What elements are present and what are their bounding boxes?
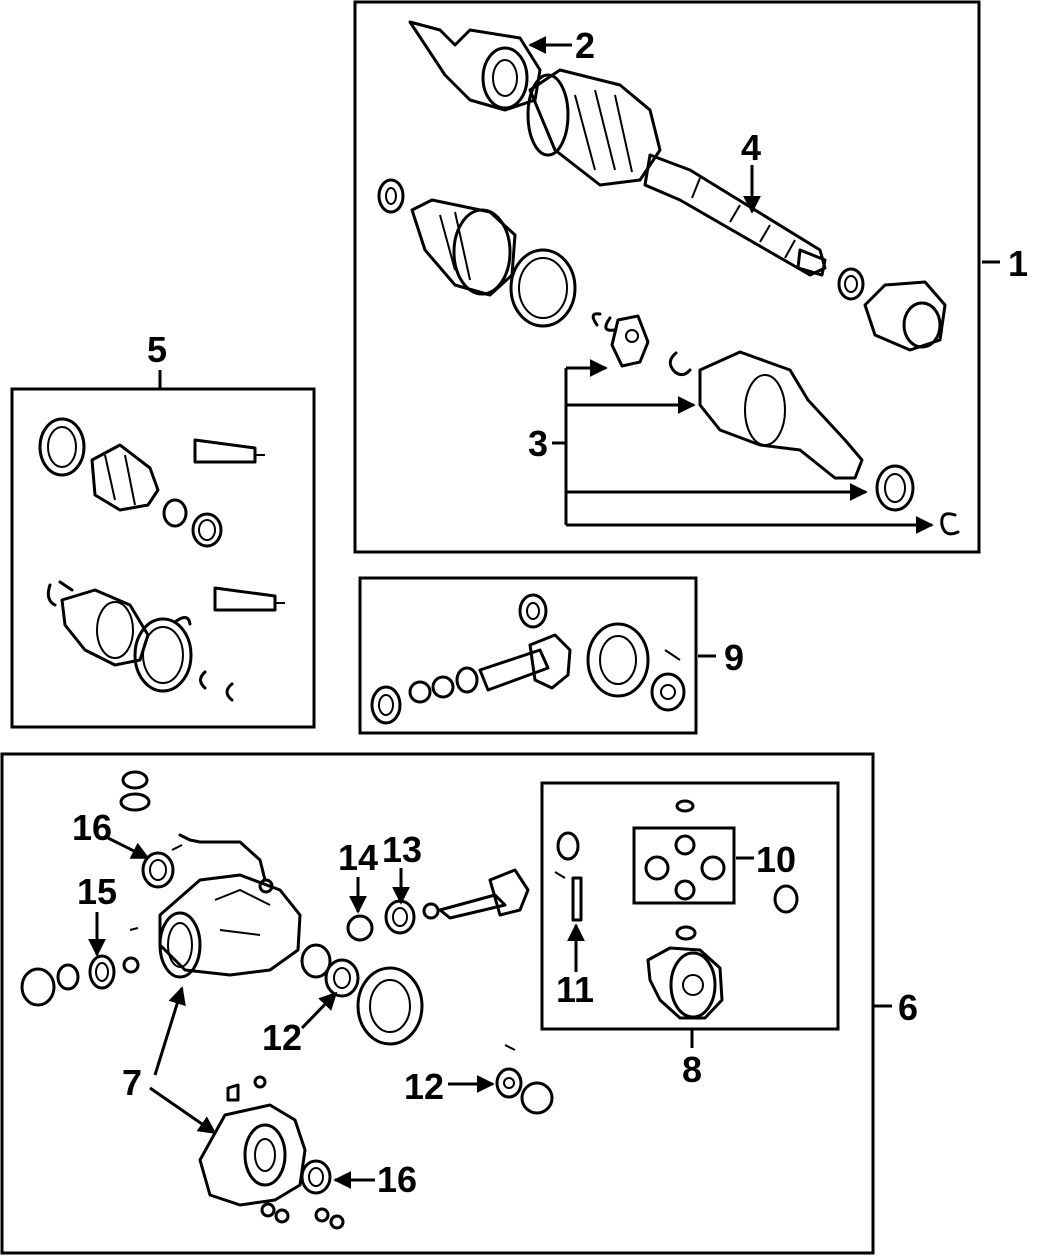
callout-1: 1 <box>1008 243 1028 284</box>
callout-15: 15 <box>77 871 117 912</box>
inner-joint-kit-drawing <box>591 312 960 536</box>
callout-4: 4 <box>741 127 761 168</box>
boot-kit-box <box>10 387 316 729</box>
callout-7-leader-upper <box>153 986 186 1076</box>
outer-cv-joint-drawing <box>408 20 662 187</box>
callout-14: 14 <box>338 837 378 878</box>
boot-kit-drawing <box>377 178 947 352</box>
callout-13: 13 <box>382 829 422 870</box>
upper-boot-kit-drawing <box>38 417 265 548</box>
differential-case-box <box>540 781 840 1031</box>
differential-case-drawing <box>554 799 799 1020</box>
rear-cover-drawing <box>198 1075 345 1230</box>
callout-9: 9 <box>724 637 744 678</box>
lower-boot-kit-drawing <box>46 580 285 702</box>
callout-5: 5 <box>147 329 167 370</box>
callout-2: 2 <box>575 25 595 66</box>
pinion-gear-set-box <box>632 826 736 905</box>
callout-8: 8 <box>682 1049 702 1090</box>
shaft-drawing <box>643 153 827 277</box>
callout-12a: 12 <box>262 1017 302 1058</box>
callout-12b: 12 <box>404 1066 444 1107</box>
callout-3: 3 <box>528 423 548 464</box>
callout-16b: 16 <box>377 1159 417 1200</box>
pinion-bearing-drawing <box>300 868 554 1115</box>
callout-16a: 16 <box>72 807 112 848</box>
callout-10: 10 <box>756 839 796 880</box>
callout-3-leader <box>552 359 934 534</box>
callout-7-leader-lower <box>149 1086 217 1135</box>
axle-shaft-box <box>353 0 981 554</box>
callout-6: 6 <box>898 987 918 1028</box>
pinion-kit-box <box>358 576 698 735</box>
callout-16a-leader <box>107 836 150 860</box>
callout-12a-leader <box>300 991 338 1030</box>
carrier-drawing <box>20 770 302 1007</box>
callout-7: 7 <box>122 1062 142 1103</box>
callout-11: 11 <box>556 969 594 1010</box>
differential-box <box>0 752 875 1255</box>
pinion-kit-drawing <box>370 593 686 725</box>
